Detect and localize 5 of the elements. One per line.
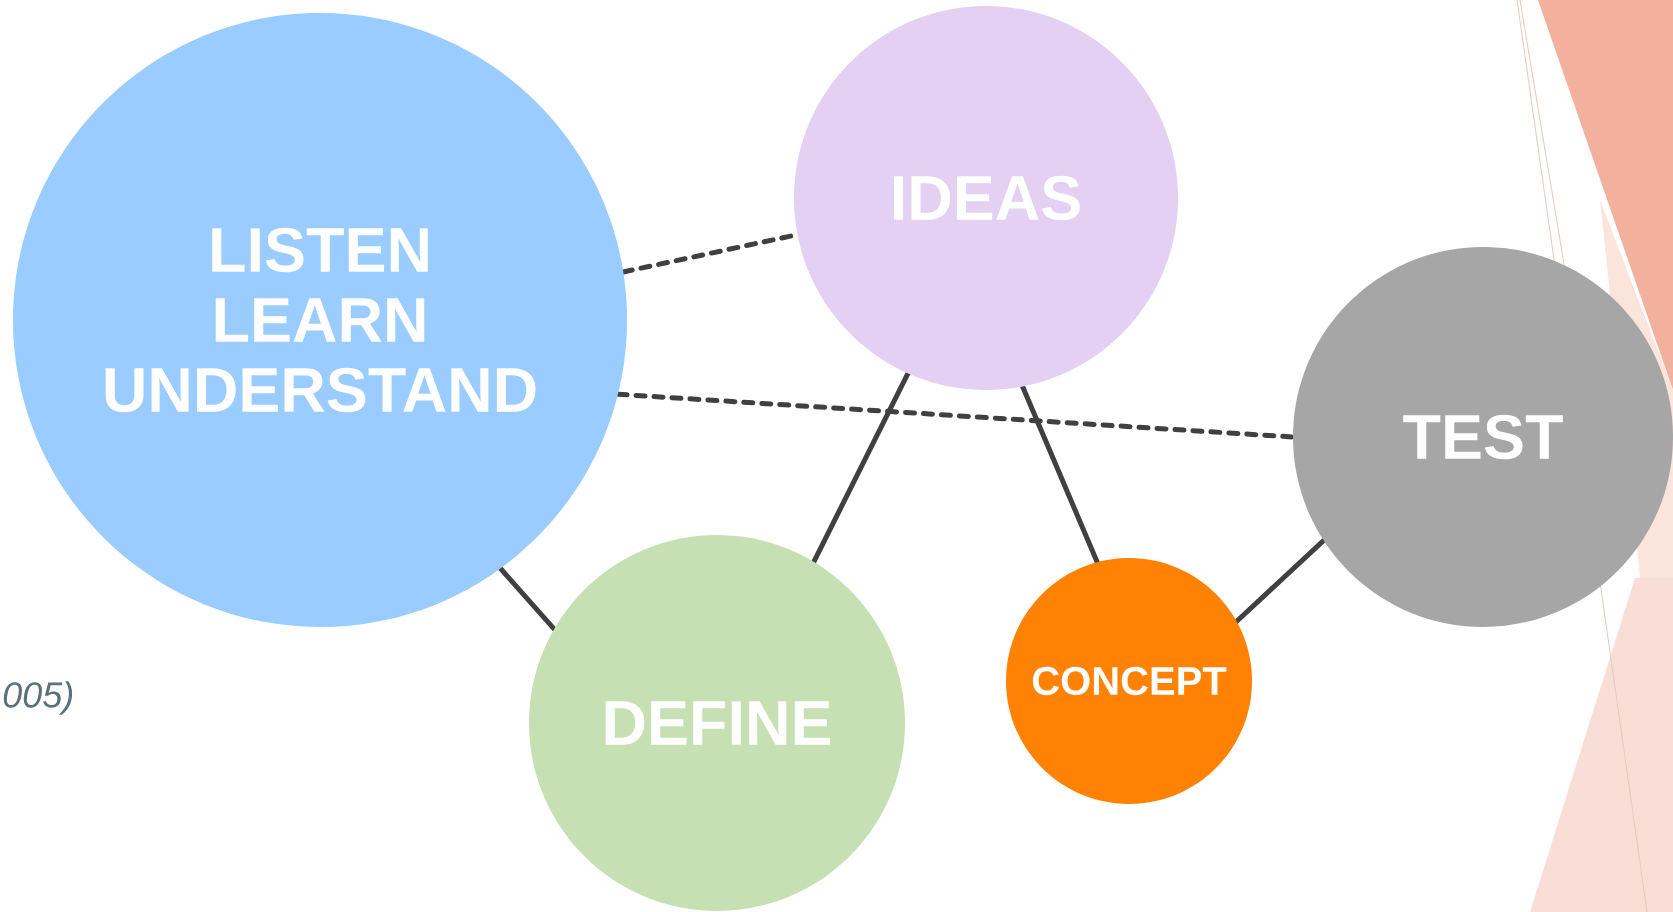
circle-node: LISTEN LEARN UNDERSTAND bbox=[13, 13, 627, 627]
citation-text: 005) bbox=[3, 681, 73, 715]
circle-node: TEST bbox=[1293, 247, 1673, 627]
circle-node: CONCEPT bbox=[1006, 558, 1252, 804]
circle-node: DEFINE bbox=[529, 535, 905, 911]
